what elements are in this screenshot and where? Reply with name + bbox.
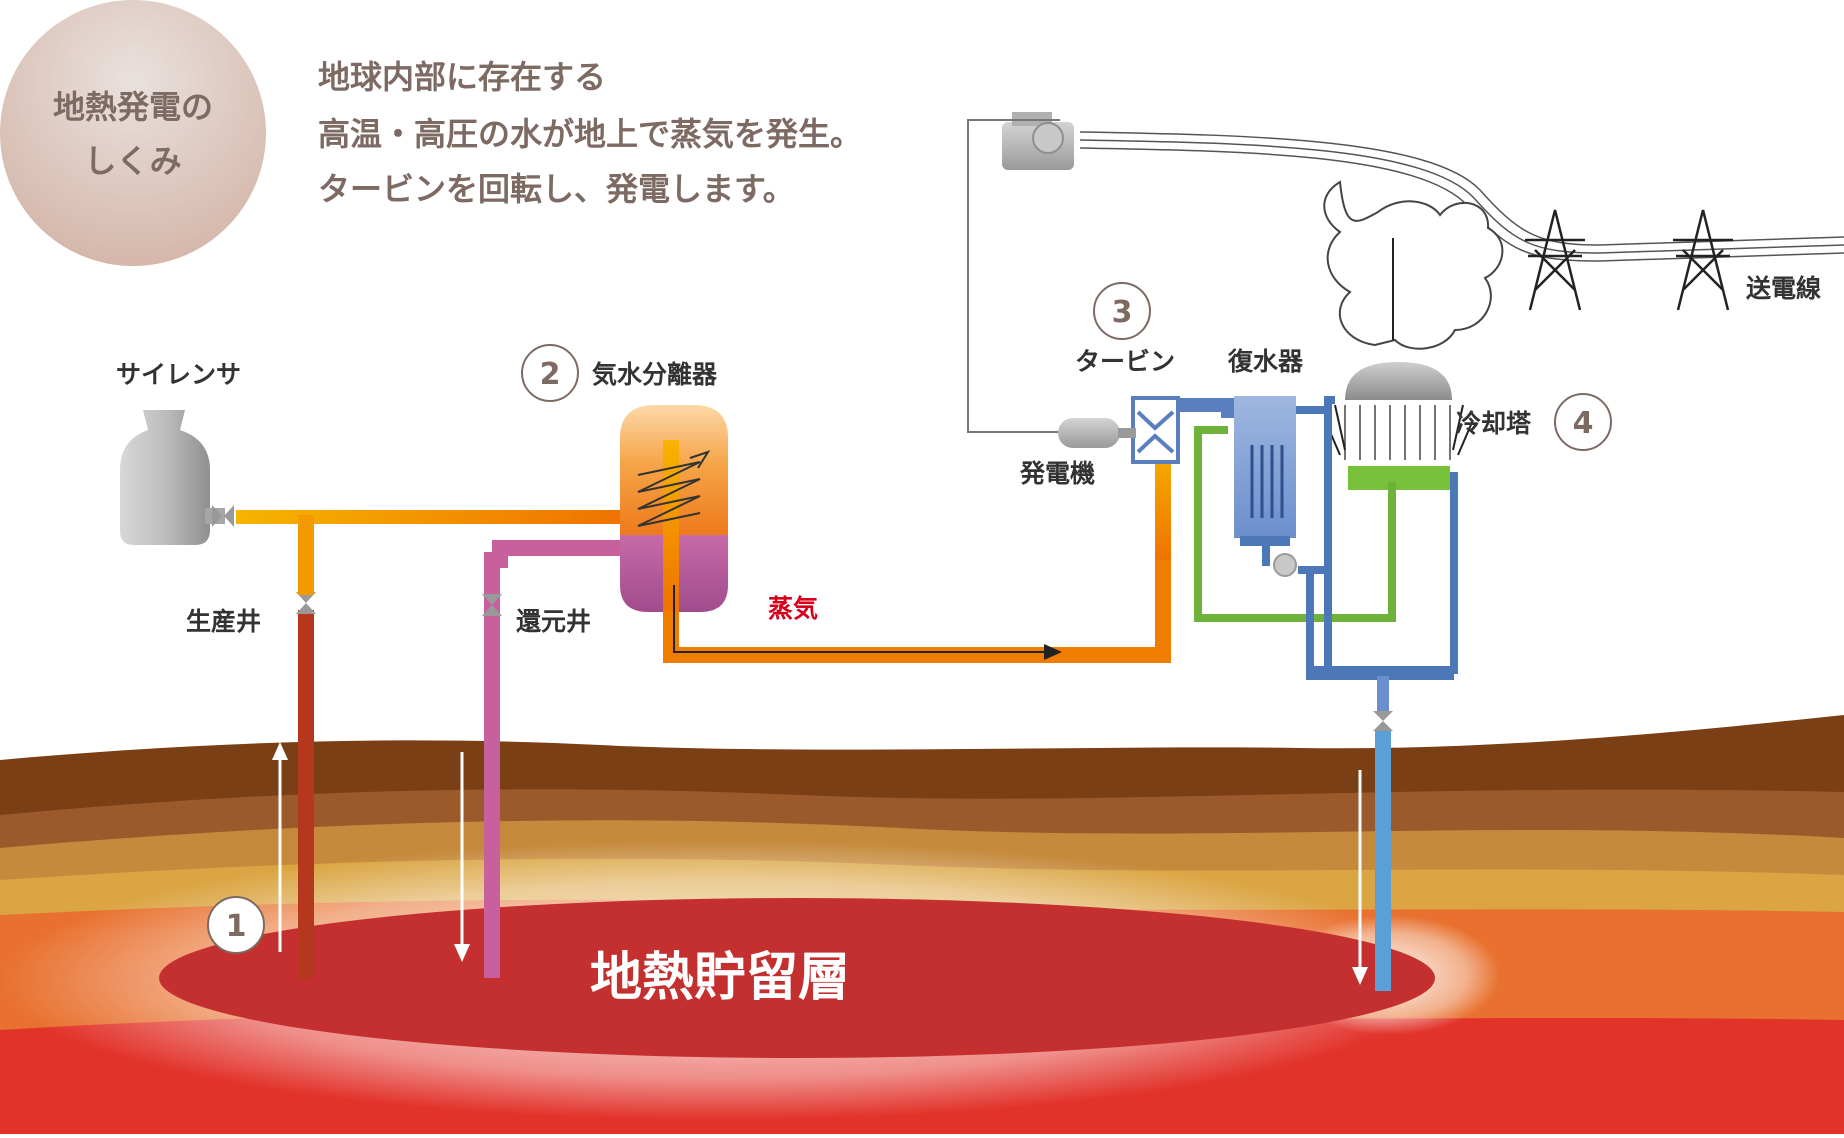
reinjection-well-valve-icon — [482, 594, 502, 616]
transmission-tower-2-icon — [1673, 209, 1733, 311]
silencer-valve-icon — [212, 505, 234, 527]
badge-line1: 地熱発電の — [53, 88, 213, 126]
silencer-label: サイレンサ — [116, 360, 241, 389]
title-badge: 地熱発電の しくみ — [0, 0, 266, 266]
steam-label: 蒸気 — [768, 594, 818, 623]
turbine — [1131, 396, 1180, 464]
condenser — [1178, 396, 1297, 577]
spiral-icon — [637, 450, 711, 527]
silencer — [120, 410, 225, 545]
condenser-label: 復水器 — [1227, 347, 1304, 376]
blue-loop-outline — [1306, 570, 1454, 680]
step-3-marker: 3 — [1093, 282, 1151, 340]
cooling-reinjection-valve-icon — [1373, 711, 1393, 731]
silencer-steam-pipe — [236, 510, 620, 524]
reinjection-well-pipe — [484, 540, 620, 978]
generator-cable — [967, 119, 1062, 433]
cooling-tower — [1324, 362, 1474, 490]
cooling-down-arrow-icon — [1352, 770, 1368, 985]
step-3-number: 3 — [1112, 295, 1133, 330]
separator-label: 気水分離器 — [592, 360, 718, 389]
transmission-tower-1-icon — [1525, 209, 1585, 311]
description-line1: 地球内部に存在する — [318, 58, 606, 96]
blue-return-pipe — [1296, 406, 1332, 574]
up-arrow-icon — [272, 742, 288, 952]
cooling-tower-label: 冷却塔 — [1456, 409, 1532, 438]
generator — [1058, 418, 1136, 448]
blue-cooling-loop — [1310, 396, 1458, 674]
production-well-label: 生産井 — [186, 607, 261, 636]
cooling-reinjection-well — [1375, 731, 1391, 991]
production-well-valve-icon — [296, 592, 316, 614]
steam-cloud-icon — [1323, 180, 1504, 350]
step-1-marker: 1 — [207, 896, 265, 954]
reservoir-label: 地熱貯留層 — [590, 948, 850, 1008]
steam-flow-arrow — [673, 585, 1062, 660]
badge-line2: しくみ — [84, 142, 181, 180]
description: 地球内部に存在する 高温・高圧の水が地上で蒸気を発生。 タービンを回転し、発電し… — [318, 58, 862, 208]
cooling-reinjection-pipe — [1377, 676, 1389, 711]
turbine-feed-pipe — [1155, 440, 1171, 560]
transformer — [1002, 112, 1074, 170]
step-2-marker: 2 — [521, 344, 579, 402]
generator-label: 発電機 — [1019, 459, 1095, 488]
description-line2: 高温・高圧の水が地上で蒸気を発生。 — [318, 115, 862, 153]
geothermal-reservoir — [159, 898, 1435, 1058]
step-2-number: 2 — [540, 357, 561, 392]
down-arrow-icon — [454, 752, 470, 962]
separator-inner-pipe — [663, 440, 679, 610]
step-4-marker: 4 — [1554, 393, 1612, 451]
turbine-label: タービン — [1075, 347, 1175, 376]
production-well-pipe — [298, 610, 314, 978]
power-line-label: 送電線 — [1746, 274, 1821, 303]
reinjection-well-label: 還元井 — [516, 607, 591, 636]
production-junction-pipe — [298, 515, 314, 595]
step-4-number: 4 — [1573, 406, 1594, 441]
description-line3: タービンを回転し、発電します。 — [318, 170, 795, 208]
step-1-number: 1 — [226, 909, 247, 944]
green-cooling-pipe — [1194, 426, 1396, 622]
